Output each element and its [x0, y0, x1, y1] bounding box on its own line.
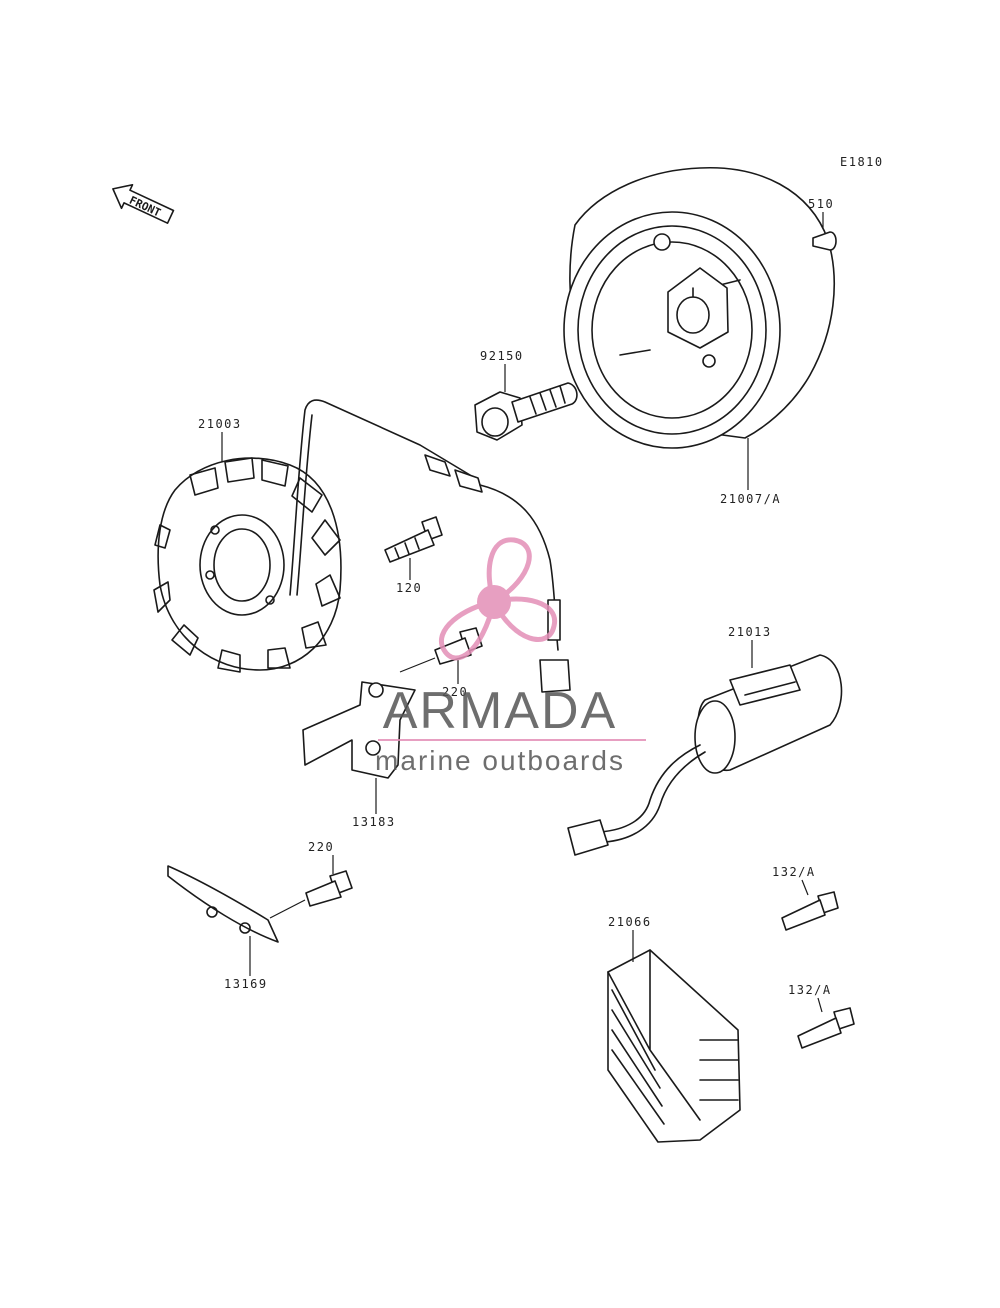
key[interactable] [812, 231, 837, 251]
watermark-brand: ARMADA [383, 682, 617, 740]
label-21003: 21003 [198, 417, 242, 431]
stator[interactable] [153, 399, 571, 693]
watermark-tagline: marine outboards [375, 745, 625, 776]
watermark: ARMADA marine outboards [375, 537, 646, 776]
regulator-bolt-lower[interactable] [797, 1007, 855, 1049]
label-510: 510 [808, 197, 834, 211]
label-92150: 92150 [480, 349, 524, 363]
label-120: 120 [396, 581, 422, 595]
label-13169: 13169 [224, 977, 268, 991]
label-13183: 13183 [352, 815, 396, 829]
stator-bolt[interactable] [384, 516, 443, 563]
label-132-a-upper: 132/A [772, 865, 816, 879]
regulator-rectifier[interactable] [607, 949, 741, 1143]
bracket-plate[interactable] [302, 681, 416, 779]
regulator-bolt-upper[interactable] [781, 891, 839, 931]
label-132-a-lower: 132/A [788, 983, 832, 997]
part-labels: 510 92150 21007/A 21003 120 220 13183 21… [198, 197, 834, 1013]
clamp-bolt[interactable] [269, 870, 353, 919]
label-21066: 21066 [608, 915, 652, 929]
front-arrow-icon: FRONT [112, 183, 175, 224]
label-220-upper: 220 [442, 685, 468, 699]
diagram-code: E1810 [840, 155, 884, 169]
propeller-icon [439, 537, 558, 661]
flywheel-rotor[interactable] [563, 166, 836, 449]
label-21007-a: 21007/A [720, 492, 781, 506]
flange-bolt[interactable] [474, 382, 578, 441]
ignition-coil[interactable] [567, 654, 843, 856]
wire-clamp[interactable] [167, 865, 279, 943]
label-21013: 21013 [728, 625, 772, 639]
label-220-lower: 220 [308, 840, 334, 854]
